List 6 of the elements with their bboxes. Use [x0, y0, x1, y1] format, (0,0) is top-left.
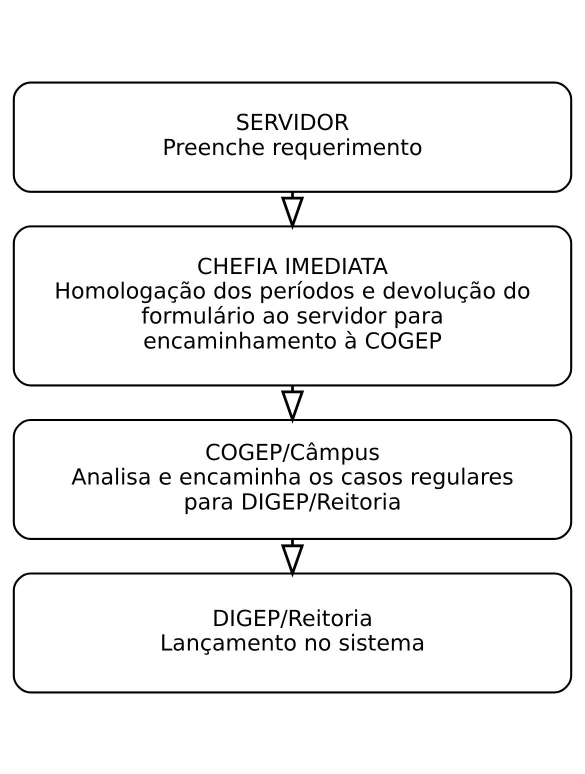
- node-box: DIGEP/Reitoria Lançamento no sistema: [12, 572, 572, 693]
- node-box: SERVIDOR Preenche requerimento: [12, 81, 572, 192]
- node-box: COGEP/Câmpus Analisa e encaminha os casos regulares para DIGEP/Reitoria: [12, 418, 572, 540]
- node-box: CHEFIA IMEDIATA Homologação dos períodos e devolução do formulário ao servidor para encaminhamento à COGEP: [12, 224, 572, 386]
- arrow: [280, 538, 304, 578]
- arrow: [280, 385, 304, 424]
